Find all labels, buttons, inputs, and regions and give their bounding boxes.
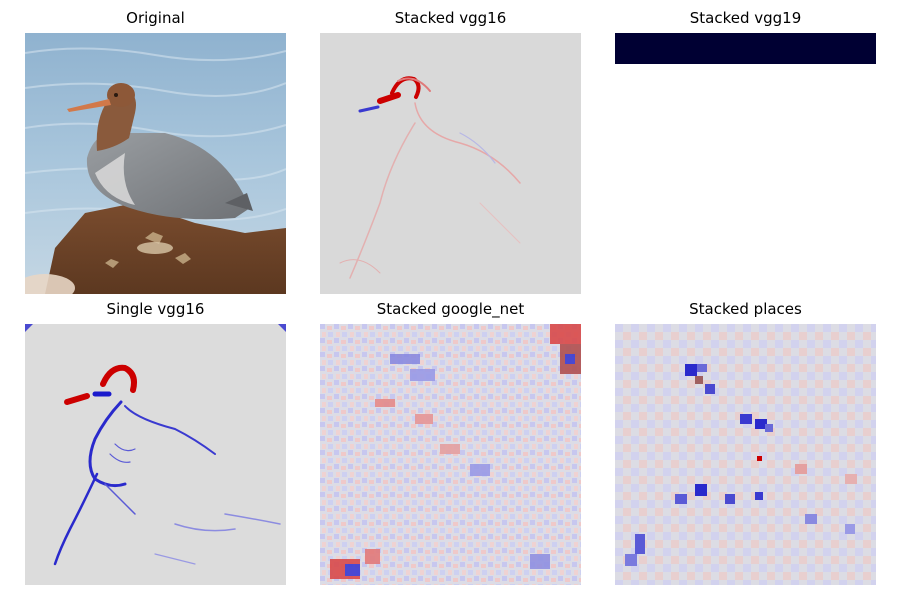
panel-title: Stacked vgg19 [689, 9, 802, 27]
dark-strip-image [615, 33, 876, 64]
panel-title: Stacked vgg16 [394, 9, 507, 27]
saliency-map-stacked-google-net [320, 324, 581, 585]
panel-title: Original [126, 9, 185, 27]
saliency-map-stacked-vgg19 [615, 33, 876, 64]
panel-title: Stacked places [689, 300, 802, 318]
saliency-map-stacked-places [615, 324, 876, 585]
original-photo [25, 33, 286, 294]
panel-title: Single vgg16 [106, 300, 205, 318]
panel-title: Stacked google_net [376, 300, 525, 318]
saliency-map-single-vgg16 [25, 324, 286, 585]
duck-photo-image [25, 33, 286, 294]
noisy-saliency-image [320, 324, 581, 585]
saliency-map-stacked-vgg16 [320, 33, 581, 294]
saliency-image [320, 33, 581, 294]
saliency-image [25, 324, 286, 585]
blocky-saliency-image [615, 324, 876, 585]
